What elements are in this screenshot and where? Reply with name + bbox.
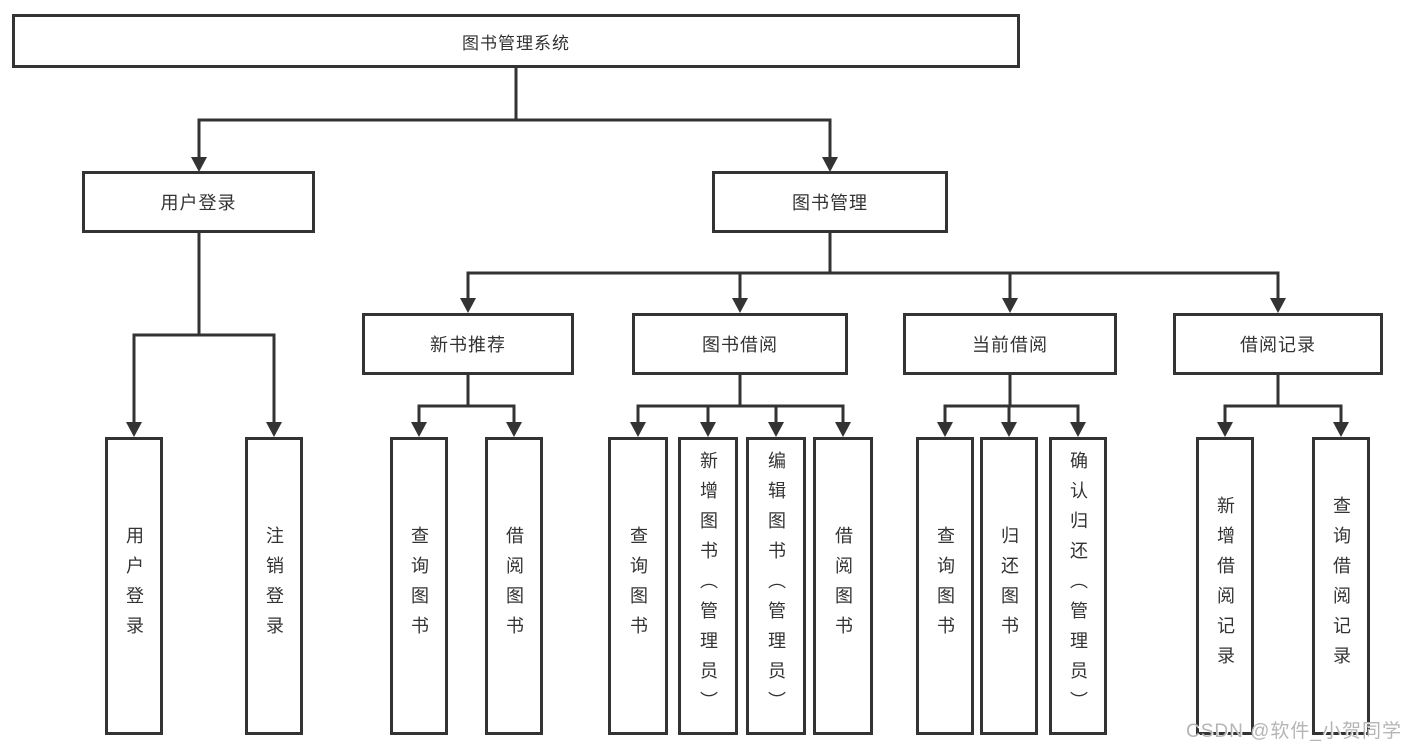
leaf-newbook-query-book: 查询图书 [390, 437, 448, 735]
node-label: 借阅记录 [1240, 335, 1316, 355]
node-library-management-system: 图书管理系统 [12, 14, 1020, 68]
arrowhead [506, 422, 522, 437]
node-label: 新增图书（管理员） [698, 451, 718, 721]
node-label: 图书管理系统 [462, 33, 570, 53]
leaf-records-query-record: 查询借阅记录 [1312, 437, 1370, 735]
node-label: 新书推荐 [430, 335, 506, 355]
csdn-watermark: CSDN @软件_小贺同学 [1186, 721, 1402, 742]
arrowhead [191, 157, 207, 172]
arrowhead [630, 422, 646, 437]
arrowhead [768, 422, 784, 437]
arrowhead [732, 298, 748, 313]
node-label: 确认归还（管理员） [1068, 451, 1088, 721]
leaf-borrowing-query-book: 查询图书 [608, 437, 668, 735]
node-label: 查询借阅记录 [1331, 496, 1351, 676]
node-label: 查询图书 [935, 526, 955, 646]
node-label: 查询图书 [628, 526, 648, 646]
arrowhead [835, 422, 851, 437]
leaf-borrowing-edit-book-admin: 编辑图书（管理员） [746, 437, 806, 735]
arrowhead [126, 422, 142, 437]
arrowhead [937, 422, 953, 437]
node-label: 用户登录 [160, 193, 237, 213]
node-new-book-recommend: 新书推荐 [362, 313, 574, 375]
leaf-borrowing-add-book-admin: 新增图书（管理员） [678, 437, 738, 735]
node-label: 借阅图书 [504, 526, 524, 646]
leaf-records-add-record: 新增借阅记录 [1196, 437, 1254, 735]
arrowhead [822, 157, 838, 172]
arrowhead [700, 422, 716, 437]
leaf-current-query-book: 查询图书 [916, 437, 974, 735]
node-book-borrowing: 图书借阅 [632, 313, 848, 375]
arrowhead [1270, 298, 1286, 313]
arrowhead [1002, 298, 1018, 313]
node-label: 图书管理 [792, 193, 868, 213]
node-label: 注销登录 [264, 526, 284, 646]
arrowhead [1070, 422, 1086, 437]
leaf-borrowing-borrow-book: 借阅图书 [813, 437, 873, 735]
arrowhead [460, 298, 476, 313]
node-label: 编辑图书（管理员） [766, 451, 786, 721]
leaf-current-return-book: 归还图书 [980, 437, 1038, 735]
node-label: 当前借阅 [972, 335, 1048, 355]
leaf-user-login: 用户登录 [105, 437, 163, 735]
node-book-management: 图书管理 [712, 171, 948, 233]
arrowhead [1217, 422, 1233, 437]
node-borrowing-records: 借阅记录 [1173, 313, 1383, 375]
leaf-current-confirm-return-admin: 确认归还（管理员） [1049, 437, 1107, 735]
node-current-borrowing: 当前借阅 [903, 313, 1117, 375]
arrowhead [1333, 422, 1349, 437]
node-label: 用户登录 [124, 526, 144, 646]
arrowhead [1001, 422, 1017, 437]
node-label: 查询图书 [409, 526, 429, 646]
node-label: 借阅图书 [833, 526, 853, 646]
node-user-login: 用户登录 [82, 171, 315, 233]
node-label: 归还图书 [999, 526, 1019, 646]
node-label: 新增借阅记录 [1215, 496, 1235, 676]
leaf-logout-login: 注销登录 [245, 437, 303, 735]
arrowhead [266, 422, 282, 437]
leaf-newbook-borrow-book: 借阅图书 [485, 437, 543, 735]
node-label: 图书借阅 [702, 335, 778, 355]
arrowhead [411, 422, 427, 437]
